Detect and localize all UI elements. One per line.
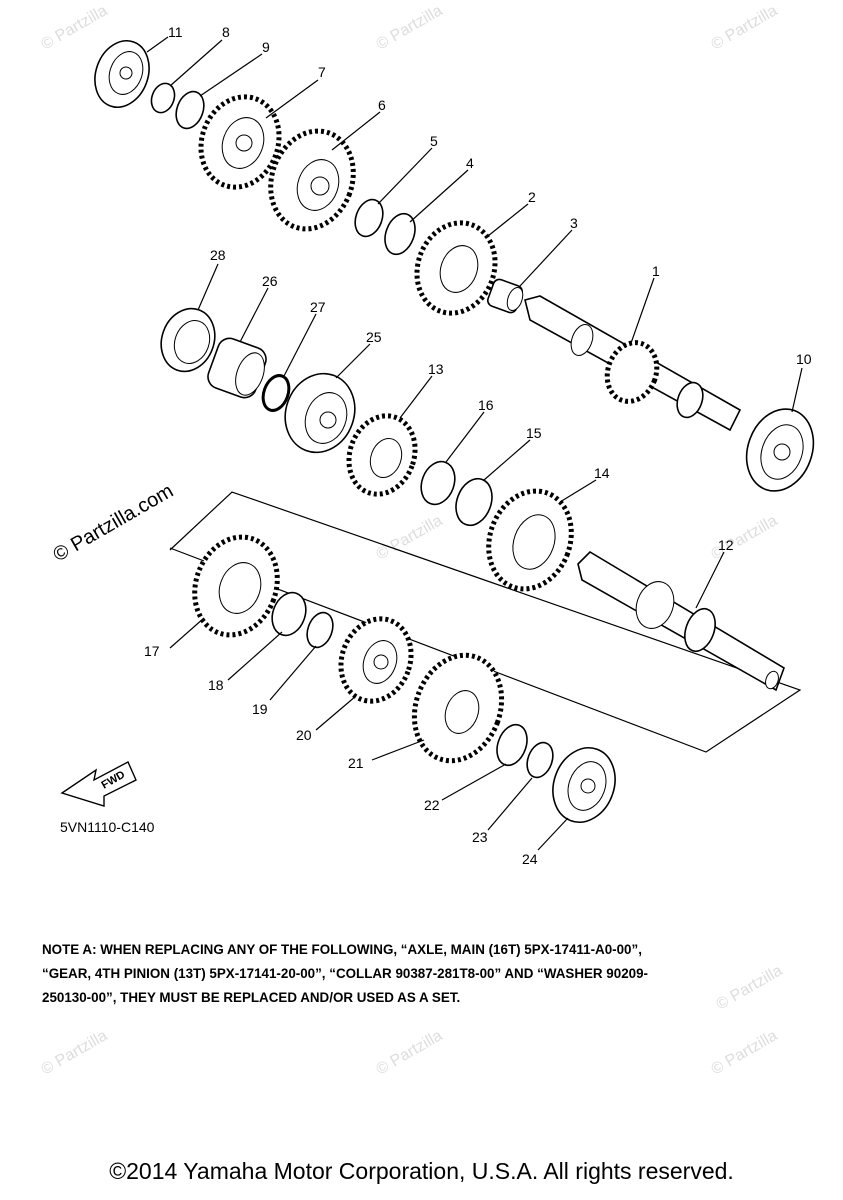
callout-1: 1 bbox=[652, 263, 660, 279]
part-20-gear bbox=[338, 616, 414, 704]
callout-25: 25 bbox=[366, 329, 382, 345]
watermark: © Partzilla bbox=[709, 2, 781, 53]
watermark: © Partzilla bbox=[39, 1027, 111, 1078]
part-18-washer bbox=[271, 591, 307, 637]
watermark: © Partzilla bbox=[374, 512, 446, 563]
callout-19: 19 bbox=[252, 701, 268, 717]
leader-lines bbox=[146, 36, 803, 851]
callout-4: 4 bbox=[466, 155, 474, 171]
part-22-washer bbox=[496, 723, 528, 767]
watermark: © Partzilla bbox=[374, 1027, 446, 1078]
copyright: ©2014 Yamaha Motor Corporation, U.S.A. A… bbox=[109, 1158, 734, 1184]
part-27-o-ring bbox=[261, 374, 291, 412]
callout-9: 9 bbox=[262, 39, 270, 55]
watermark: © Partzilla bbox=[709, 1027, 781, 1078]
note-a-boundary bbox=[169, 491, 802, 753]
callout-20: 20 bbox=[296, 727, 312, 743]
callout-17: 17 bbox=[144, 643, 160, 659]
watermark: © Partzilla bbox=[39, 2, 111, 53]
callout-13: 13 bbox=[428, 361, 444, 377]
callout-28: 28 bbox=[210, 247, 226, 263]
part-25-bearing bbox=[284, 372, 356, 454]
callout-7: 7 bbox=[318, 64, 326, 80]
callout-14: 14 bbox=[594, 465, 610, 481]
part-3-collar bbox=[487, 278, 524, 314]
part-1-main-axle bbox=[524, 295, 742, 432]
callout-15: 15 bbox=[526, 425, 542, 441]
part-16-circlip bbox=[420, 460, 456, 506]
part-26-collar bbox=[207, 337, 267, 399]
part-19-circlip bbox=[306, 611, 334, 649]
part-2-gear bbox=[414, 220, 498, 316]
part-24-bearing bbox=[552, 747, 616, 823]
part-7-gear bbox=[198, 94, 282, 190]
note-a: NOTE A: WHEN REPLACING ANY OF THE FOLLOW… bbox=[42, 938, 822, 1010]
callout-12: 12 bbox=[718, 537, 734, 553]
part-5-circlip bbox=[354, 198, 384, 238]
part-10-bearing bbox=[745, 408, 815, 492]
part-6-gear bbox=[268, 128, 356, 232]
part-21-gear bbox=[411, 652, 505, 764]
note-line: “GEAR, 4TH PINION (13T) 5PX-17141-20-00”… bbox=[42, 966, 649, 981]
diagram-code: 5VN1110-C140 bbox=[60, 819, 155, 835]
callout-27: 27 bbox=[310, 299, 326, 315]
watermark: © Partzilla bbox=[374, 2, 446, 53]
callout-18: 18 bbox=[208, 677, 224, 693]
part-17-gear bbox=[192, 534, 280, 638]
fwd-arrow-icon: FWD bbox=[60, 761, 137, 807]
part-14-gear bbox=[486, 488, 574, 592]
part-15-washer bbox=[455, 477, 493, 527]
callout-24: 24 bbox=[522, 851, 538, 867]
callout-2: 2 bbox=[528, 189, 536, 205]
callout-23: 23 bbox=[472, 829, 488, 845]
callout-5: 5 bbox=[430, 133, 438, 149]
note-line: 250130-00”, THEY MUST BE REPLACED AND/OR… bbox=[42, 990, 461, 1005]
note-line: NOTE A: WHEN REPLACING ANY OF THE FOLLOW… bbox=[42, 942, 642, 957]
part-13-gear bbox=[346, 413, 418, 497]
callout-3: 3 bbox=[570, 215, 578, 231]
part-4-washer bbox=[384, 212, 416, 256]
callouts: 11 8 9 7 6 5 4 2 3 1 10 28 26 27 25 13 1… bbox=[144, 24, 812, 867]
part-12-drive-axle bbox=[577, 550, 785, 692]
callout-22: 22 bbox=[424, 797, 440, 813]
part-28-oil-seal bbox=[160, 307, 216, 373]
callout-10: 10 bbox=[796, 351, 812, 367]
callout-8: 8 bbox=[222, 24, 230, 40]
callout-16: 16 bbox=[478, 397, 494, 413]
callout-6: 6 bbox=[378, 97, 386, 113]
part-8-circlip bbox=[150, 82, 176, 114]
watermarks: © Partzilla © Partzilla © Partzilla © Pa… bbox=[39, 2, 786, 1078]
part-9-washer bbox=[175, 90, 205, 130]
callout-11: 11 bbox=[168, 24, 183, 40]
part-11-bearing bbox=[94, 40, 150, 108]
callout-21: 21 bbox=[348, 755, 364, 771]
part-23-circlip bbox=[526, 741, 554, 779]
brand-watermark: © Partzilla.com bbox=[50, 480, 178, 566]
callout-26: 26 bbox=[262, 273, 278, 289]
